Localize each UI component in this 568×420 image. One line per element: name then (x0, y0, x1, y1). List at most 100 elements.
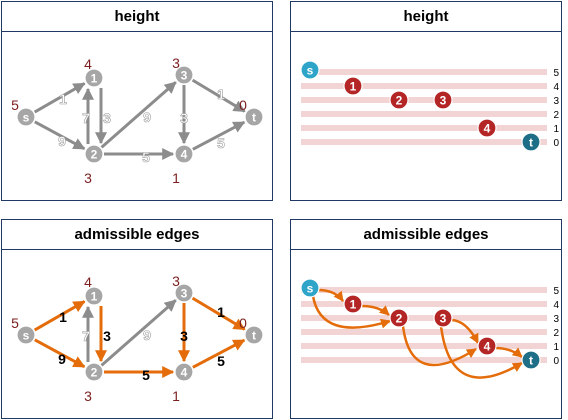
node-2: 2 (84, 362, 104, 382)
capacity-label: 7 (82, 110, 90, 126)
node-4: 4 (174, 144, 194, 164)
node-label: 3 (181, 69, 188, 83)
height-label-s: 5 (11, 315, 19, 331)
height-label-4: 1 (172, 170, 180, 186)
panel-title: height (2, 2, 272, 32)
node-label: 3 (440, 94, 447, 108)
height-label-t: 0 (239, 97, 247, 113)
node-4: 4 (477, 336, 497, 356)
capacity-label: 5 (217, 353, 225, 369)
node-label: 2 (91, 366, 98, 380)
edge-4-t (494, 346, 523, 358)
edge-3-t (191, 78, 246, 113)
node-label: 2 (91, 148, 98, 162)
panel-title: height (291, 2, 561, 32)
node-label: 4 (484, 340, 491, 354)
panel-title: admissible edges (291, 220, 561, 250)
edge-2-3 (100, 299, 177, 367)
level-band (301, 97, 547, 103)
node-label: 2 (396, 312, 403, 326)
capacity-label: 9 (143, 109, 151, 125)
node-label: t (252, 329, 256, 343)
height-label-t: 0 (239, 315, 247, 331)
node-t: t (521, 350, 541, 370)
node-2: 2 (389, 308, 409, 328)
edge-3-4 (450, 318, 480, 344)
edge-3-t (191, 296, 246, 331)
level-band (301, 69, 547, 75)
node-s: s (300, 60, 320, 80)
capacity-label: 5 (142, 367, 150, 383)
edge-4-t (192, 120, 246, 151)
edge-s-1 (33, 300, 86, 332)
node-s: s (16, 325, 36, 345)
height-label-2: 3 (84, 388, 92, 404)
node-label: 3 (181, 287, 188, 301)
level-label: 3 (553, 96, 559, 107)
capacity-label: 3 (103, 328, 111, 344)
node-3: 3 (174, 283, 194, 303)
level-label: 1 (553, 124, 559, 135)
node-1: 1 (84, 68, 104, 88)
capacity-label: 1 (217, 86, 225, 102)
node-label: 4 (484, 122, 491, 136)
capacity-label: 9 (58, 133, 66, 149)
level-label: 5 (553, 68, 559, 79)
height-label-2: 3 (84, 170, 92, 186)
edge-s-2 (34, 120, 86, 151)
edge-s-1 (33, 82, 86, 114)
node-label: s (307, 64, 314, 78)
level-band (301, 287, 547, 293)
node-2: 2 (84, 144, 104, 164)
node-1: 1 (84, 286, 104, 306)
node-label: 4 (181, 148, 188, 162)
node-3: 3 (433, 308, 453, 328)
node-label: 2 (396, 94, 403, 108)
level-band (301, 343, 547, 349)
level-label: 2 (553, 110, 559, 121)
height-label-3: 3 (172, 55, 180, 71)
capacity-label: 9 (143, 327, 151, 343)
edge-2-3 (100, 81, 177, 149)
level-label: 0 (553, 356, 559, 367)
capacity-label: 3 (180, 328, 188, 344)
node-label: s (307, 282, 314, 296)
node-3: 3 (174, 65, 194, 85)
node-label: 4 (181, 366, 188, 380)
level-label: 4 (553, 300, 559, 311)
edge-s-1 (317, 288, 345, 302)
level-band (301, 139, 547, 145)
edge-s-2 (34, 338, 86, 369)
node-label: t (529, 354, 533, 368)
node-4: 4 (174, 362, 194, 382)
capacity-label: 9 (58, 351, 66, 367)
panel-title: admissible edges (2, 220, 272, 250)
level-band (301, 357, 547, 363)
level-band (301, 329, 547, 335)
edge-s-2 (311, 295, 391, 329)
level-band (301, 83, 547, 89)
node-label: 1 (350, 298, 357, 312)
capacity-label: 3 (103, 110, 111, 126)
level-label: 1 (553, 342, 559, 353)
node-1: 1 (343, 76, 363, 96)
node-1: 1 (343, 294, 363, 314)
level-label: 2 (553, 328, 559, 339)
node-label: s (23, 329, 30, 343)
height-label-1: 4 (84, 274, 92, 290)
node-2: 2 (389, 90, 409, 110)
node-4: 4 (477, 118, 497, 138)
level-label: 4 (553, 82, 559, 93)
capacity-label: 1 (59, 309, 67, 325)
capacity-label: 1 (59, 91, 67, 107)
edge-1-2 (361, 304, 390, 316)
level-label: 3 (553, 314, 559, 325)
node-label: t (252, 111, 256, 125)
